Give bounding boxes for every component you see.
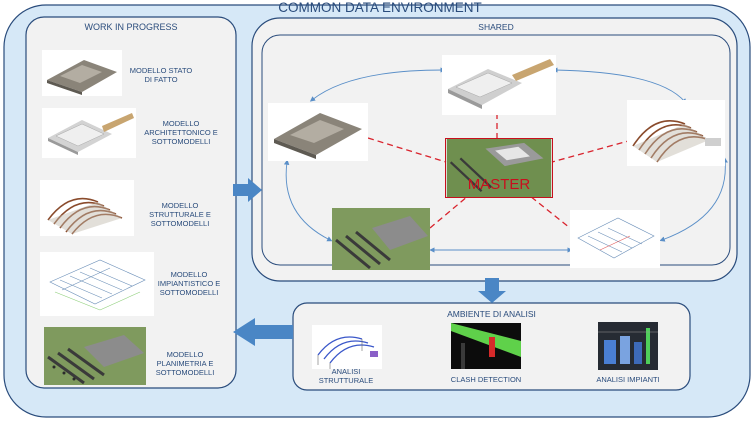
structural-model-image: [40, 180, 134, 236]
master-model-image: [445, 138, 553, 198]
page-title: COMMON DATA ENVIRONMENT: [278, 0, 482, 15]
sharing-arrows: [283, 67, 728, 253]
wip-item-label: MODELLO PLANIMETRIA E SOTTOMODELLI: [155, 350, 215, 377]
wip-item-label: MODELLO STRUTTURALE E SOTTOMODELLI: [149, 201, 211, 228]
master-connectors: [367, 113, 633, 233]
analysis-item-label: ANALISI STRUTTURALE: [318, 367, 374, 385]
analysis-item-label: CLASH DETECTION: [450, 375, 522, 384]
shared-site-plan-image: [332, 208, 430, 270]
mep-model-image: [40, 252, 154, 316]
arrow-analysis-to-wip: [233, 318, 293, 346]
shared-structural-model-image: [627, 100, 725, 166]
analysis-title: AMBIENTE DI ANALISI: [447, 309, 536, 319]
shared-mep-model-image: [570, 210, 660, 268]
mep-analysis-image: [598, 322, 658, 370]
architectural-model-image: [42, 108, 136, 158]
shared-title: SHARED: [478, 22, 514, 32]
arrow-shared-to-analysis: [478, 278, 506, 303]
existing-state-model-image: [42, 50, 122, 96]
arrow-wip-to-shared: [233, 178, 262, 202]
analysis-item-label: ANALISI IMPIANTI: [596, 375, 660, 384]
wip-item-label: MODELLO STATO DI FATTO: [129, 66, 193, 84]
structural-analysis-image: [312, 325, 382, 369]
shared-architectural-model-image: [442, 55, 556, 115]
shared-existing-state-image: [268, 103, 368, 161]
master-label: MASTER: [467, 176, 531, 193]
wip-item-label: MODELLO ARCHITETTONICO E SOTTOMODELLI: [144, 119, 218, 146]
site-plan-model-image: [44, 327, 146, 385]
wip-title: WORK IN PROGRESS: [84, 22, 178, 32]
clash-detection-image: [451, 323, 521, 369]
wip-item-label: MODELLO IMPIANTISTICO E SOTTOMODELLI: [157, 270, 221, 297]
